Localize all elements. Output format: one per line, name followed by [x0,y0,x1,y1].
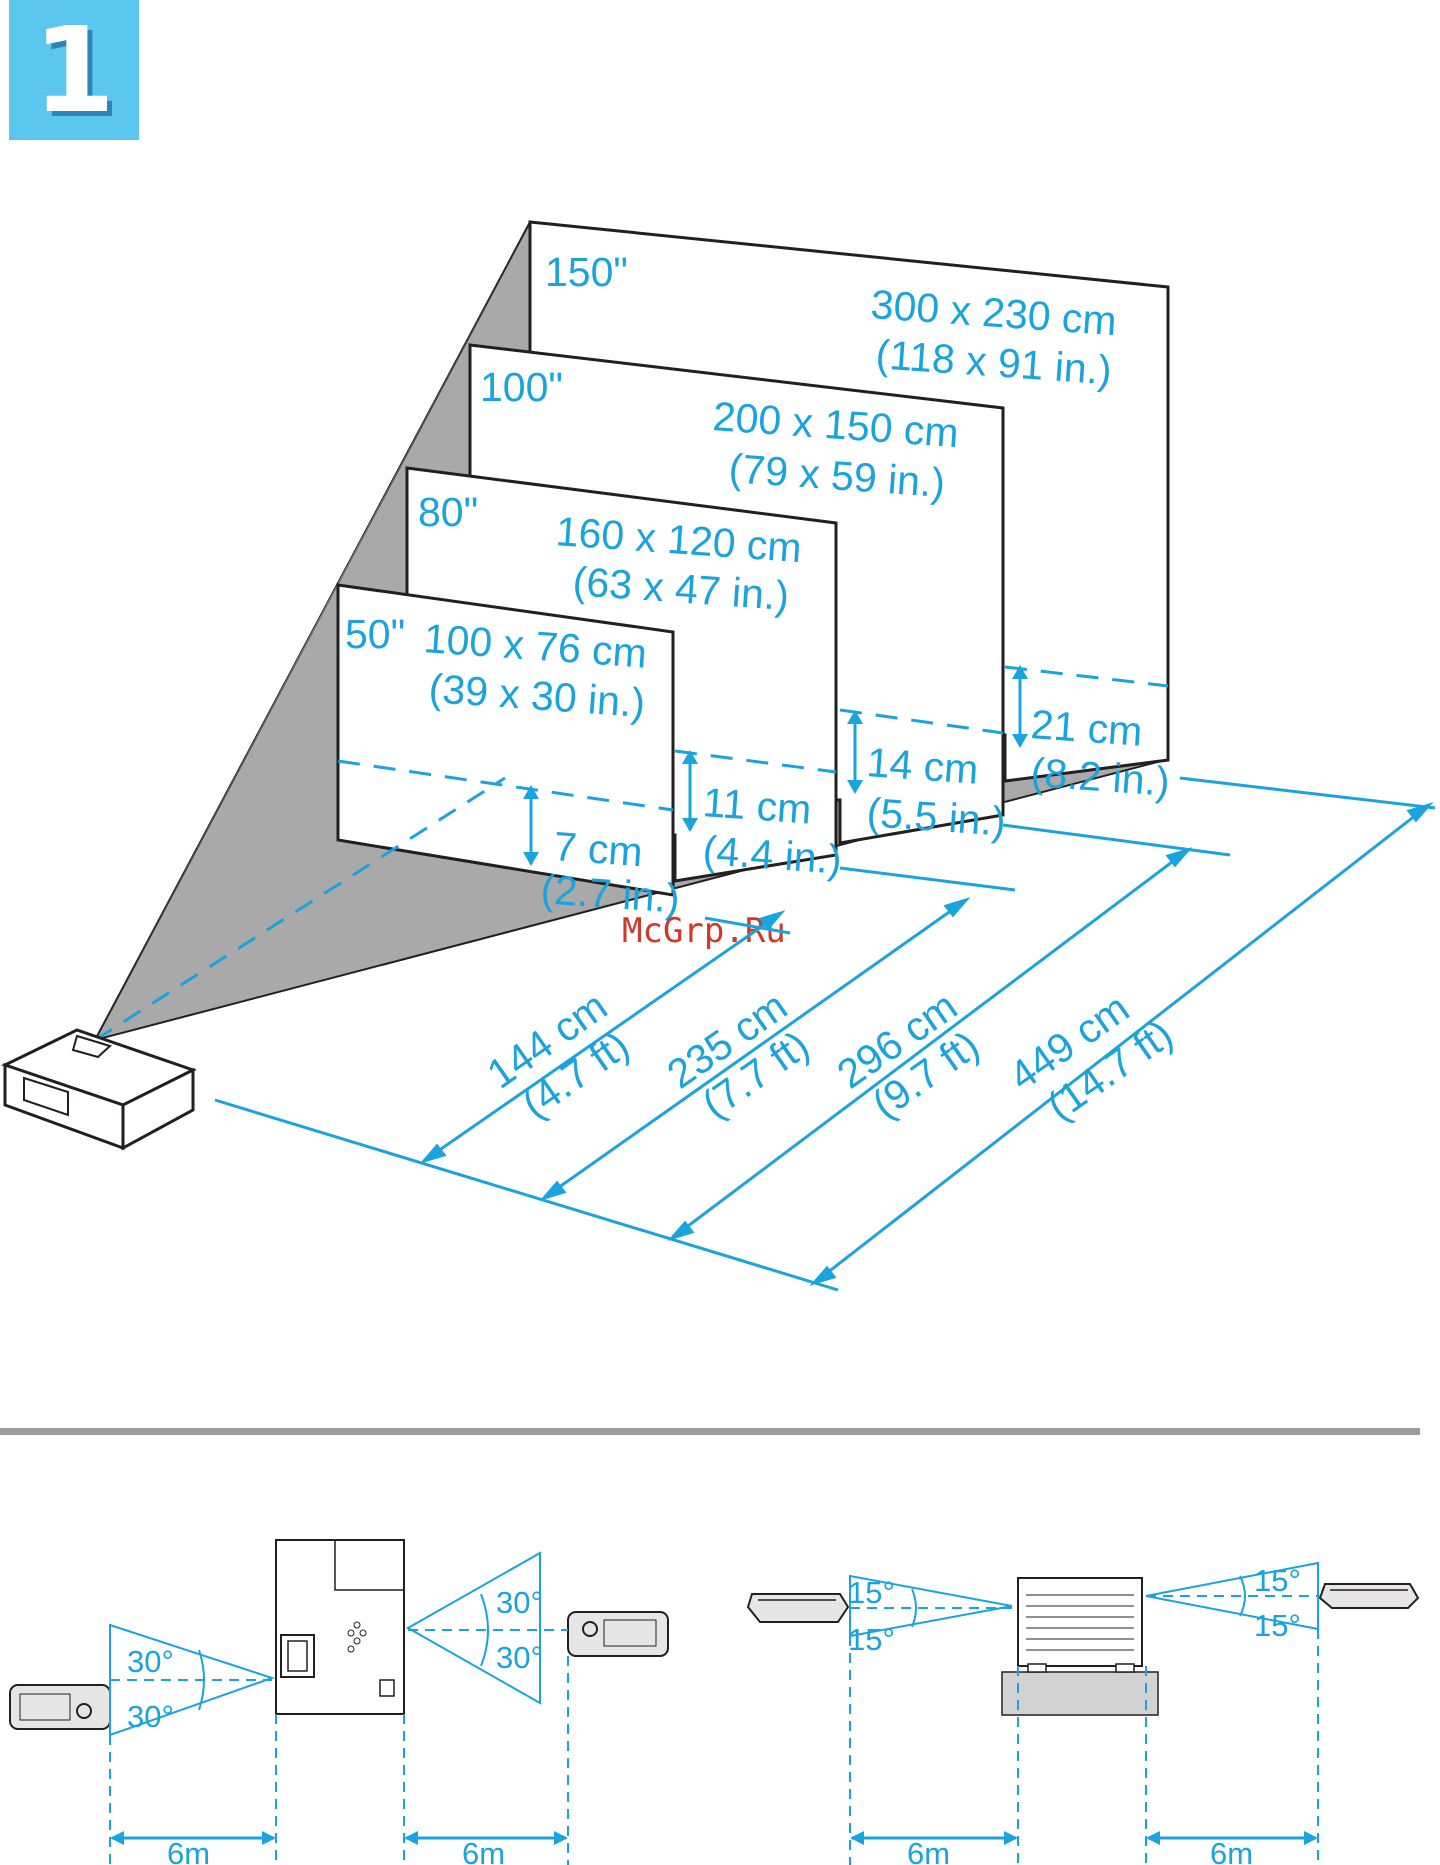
lens-center-line [94,776,506,1042]
side-front-angle-up: 15° [1254,1563,1301,1598]
page-number-badge: 1 [9,0,139,140]
page-number: 1 [32,1,116,139]
remote-left-icon [9,1684,111,1730]
front-distance: 6m [462,1836,505,1865]
front-angle-up: 30° [496,1585,543,1620]
remote-side-right-icon [1318,1583,1420,1609]
side-rear-angle-up: 15° [848,1575,895,1610]
rear-angle-down: 30° [127,1699,174,1734]
side-rear-distance: 6m [907,1836,950,1865]
watermark-text: McGrp.Ru [622,911,786,951]
remote-range-side-view: 15° 15° 15° 15° 6m 6m [746,1561,1420,1865]
screen-100-diagonal: 100" [480,364,563,410]
screen-150-offset-imperial: (8.2 in.) [1029,749,1171,805]
screen-50-offset-imperial: (2.7 in.) [539,866,681,922]
front-angle-down: 30° [496,1640,543,1675]
remote-side-left-icon [746,1593,850,1623]
remote-range-top-view: 30° 30° 30° 30° 6m 6m [9,1539,669,1865]
distance-extension-lines [214,776,1436,1292]
side-rear-angle-down: 15° [848,1622,895,1657]
screen-100-offset-metric: 14 cm [865,739,980,793]
distance-labels: 144 cm (4.7 ft) 235 cm (7.7 ft) 296 cm (… [479,983,1181,1130]
screen-150-diagonal: 150" [545,249,628,295]
side-front-distance: 6m [1210,1836,1253,1865]
screen-80-offset-metric: 11 cm [701,779,813,832]
rear-distance: 6m [167,1836,210,1865]
section-divider [0,1428,1420,1435]
screen-100-offset-imperial: (5.5 in.) [865,789,1007,845]
rear-angle-up: 30° [127,1644,174,1679]
screen-50-diagonal: 50" [345,611,405,657]
side-front-angle-down: 15° [1254,1608,1301,1643]
remote-right-icon [567,1611,669,1657]
screen-150-offset-metric: 21 cm [1029,701,1144,755]
screen-50-offset-metric: 7 cm [552,823,644,875]
screen-80-diagonal: 80" [418,489,478,535]
projector-icon [1,1028,197,1151]
screen-80-offset-imperial: (4.4 in.) [701,827,843,883]
distance-dimension-lines [419,802,1434,1286]
screen-50: 50" 100 x 76 cm (39 x 30 in.) 7 cm (2.7 … [336,583,681,922]
